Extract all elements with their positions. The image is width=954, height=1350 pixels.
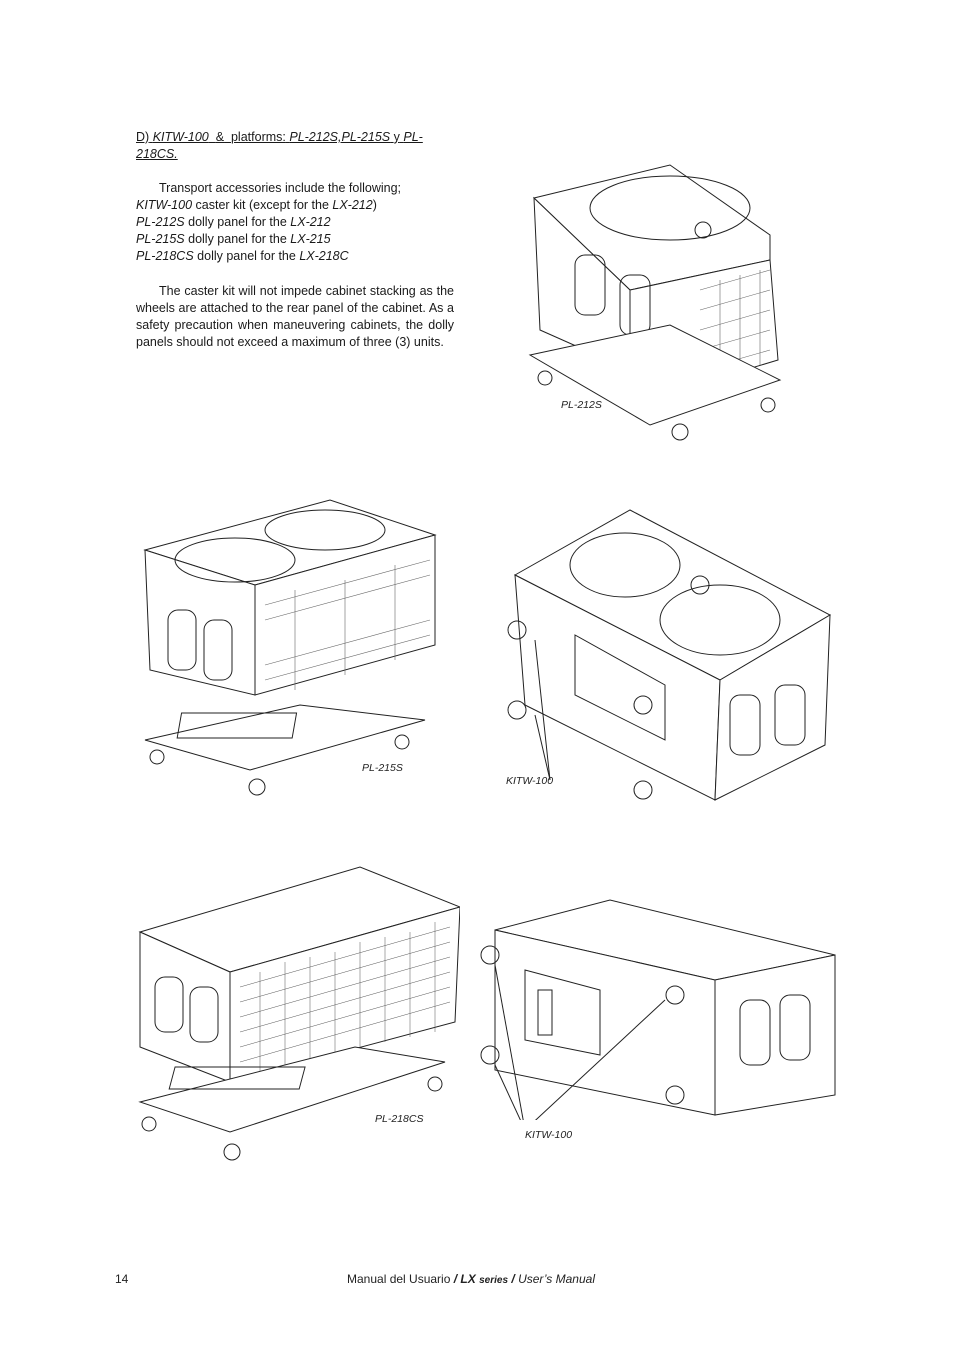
item-model: LX-212 — [290, 215, 331, 229]
intro-block: Transport accessories include the follow… — [136, 180, 454, 265]
footer-title: Manual del Usuario / LX series / User’s … — [347, 1272, 595, 1286]
heading-p3: PL-218CS. — [136, 130, 423, 161]
caption-kitw-100-b: KITW-100 — [525, 1129, 573, 1141]
item-text: dolly panel for the — [193, 249, 300, 263]
item-code: PL-218CS — [136, 249, 194, 263]
heading-p2: PL-215S — [341, 130, 391, 144]
item-code: PL-212S — [136, 215, 185, 229]
item-tail: ) — [372, 198, 377, 212]
heading-p1: PL-212S, — [289, 130, 342, 144]
heading-y: y — [393, 130, 400, 144]
figure-pl-218cs — [135, 862, 460, 1167]
caption-pl-218cs: PL-218CS — [375, 1113, 424, 1125]
section-heading: D) KITW-100 & platforms: PL-212S,PL-215S… — [136, 129, 454, 163]
heading-platforms: platforms: — [230, 130, 286, 144]
item-model: LX-218C — [299, 249, 349, 263]
item-model: LX-215 — [290, 232, 331, 246]
heading-prefix: D) — [136, 130, 150, 144]
item-model: LX-212 — [332, 198, 373, 212]
page-number: 14 — [115, 1272, 129, 1286]
footer-manual-en: User’s Manual — [518, 1272, 595, 1286]
item-code: PL-215S — [136, 232, 185, 246]
footer-manual-es: Manual del Usuario — [347, 1272, 451, 1286]
figure-pl-215s — [140, 495, 440, 800]
intro-item: PL-218CS dolly panel for the LX-218C — [136, 248, 454, 265]
intro-item: KITW-100 caster kit (except for the LX-2… — [136, 197, 454, 214]
caption-kitw-100-a: KITW-100 — [506, 775, 554, 787]
caster-paragraph: The caster kit will not impede cabinet s… — [136, 284, 454, 349]
heading-kit: KITW-100 — [152, 130, 209, 144]
footer-sep-1: / — [453, 1272, 458, 1286]
item-text: dolly panel for the — [184, 215, 291, 229]
figure-kitw-100-a — [495, 505, 840, 805]
intro-item: PL-212S dolly panel for the LX-212 — [136, 214, 454, 231]
figure-pl-212s — [520, 160, 790, 455]
footer-sep-2: / — [511, 1272, 515, 1286]
figure-kitw-100-b — [480, 895, 840, 1120]
heading-amp: & — [215, 130, 225, 144]
item-text: dolly panel for the — [184, 232, 291, 246]
item-text: caster kit (except for the — [192, 198, 333, 212]
intro-item: PL-215S dolly panel for the LX-215 — [136, 231, 454, 248]
caption-pl-212s: PL-212S — [561, 399, 602, 411]
footer-series-word: series — [479, 1275, 509, 1286]
caption-pl-215s: PL-215S — [362, 762, 403, 774]
intro-line: Transport accessories include the follow… — [159, 181, 402, 195]
item-code: KITW-100 — [136, 198, 193, 212]
footer-series-lx: LX — [460, 1272, 476, 1286]
